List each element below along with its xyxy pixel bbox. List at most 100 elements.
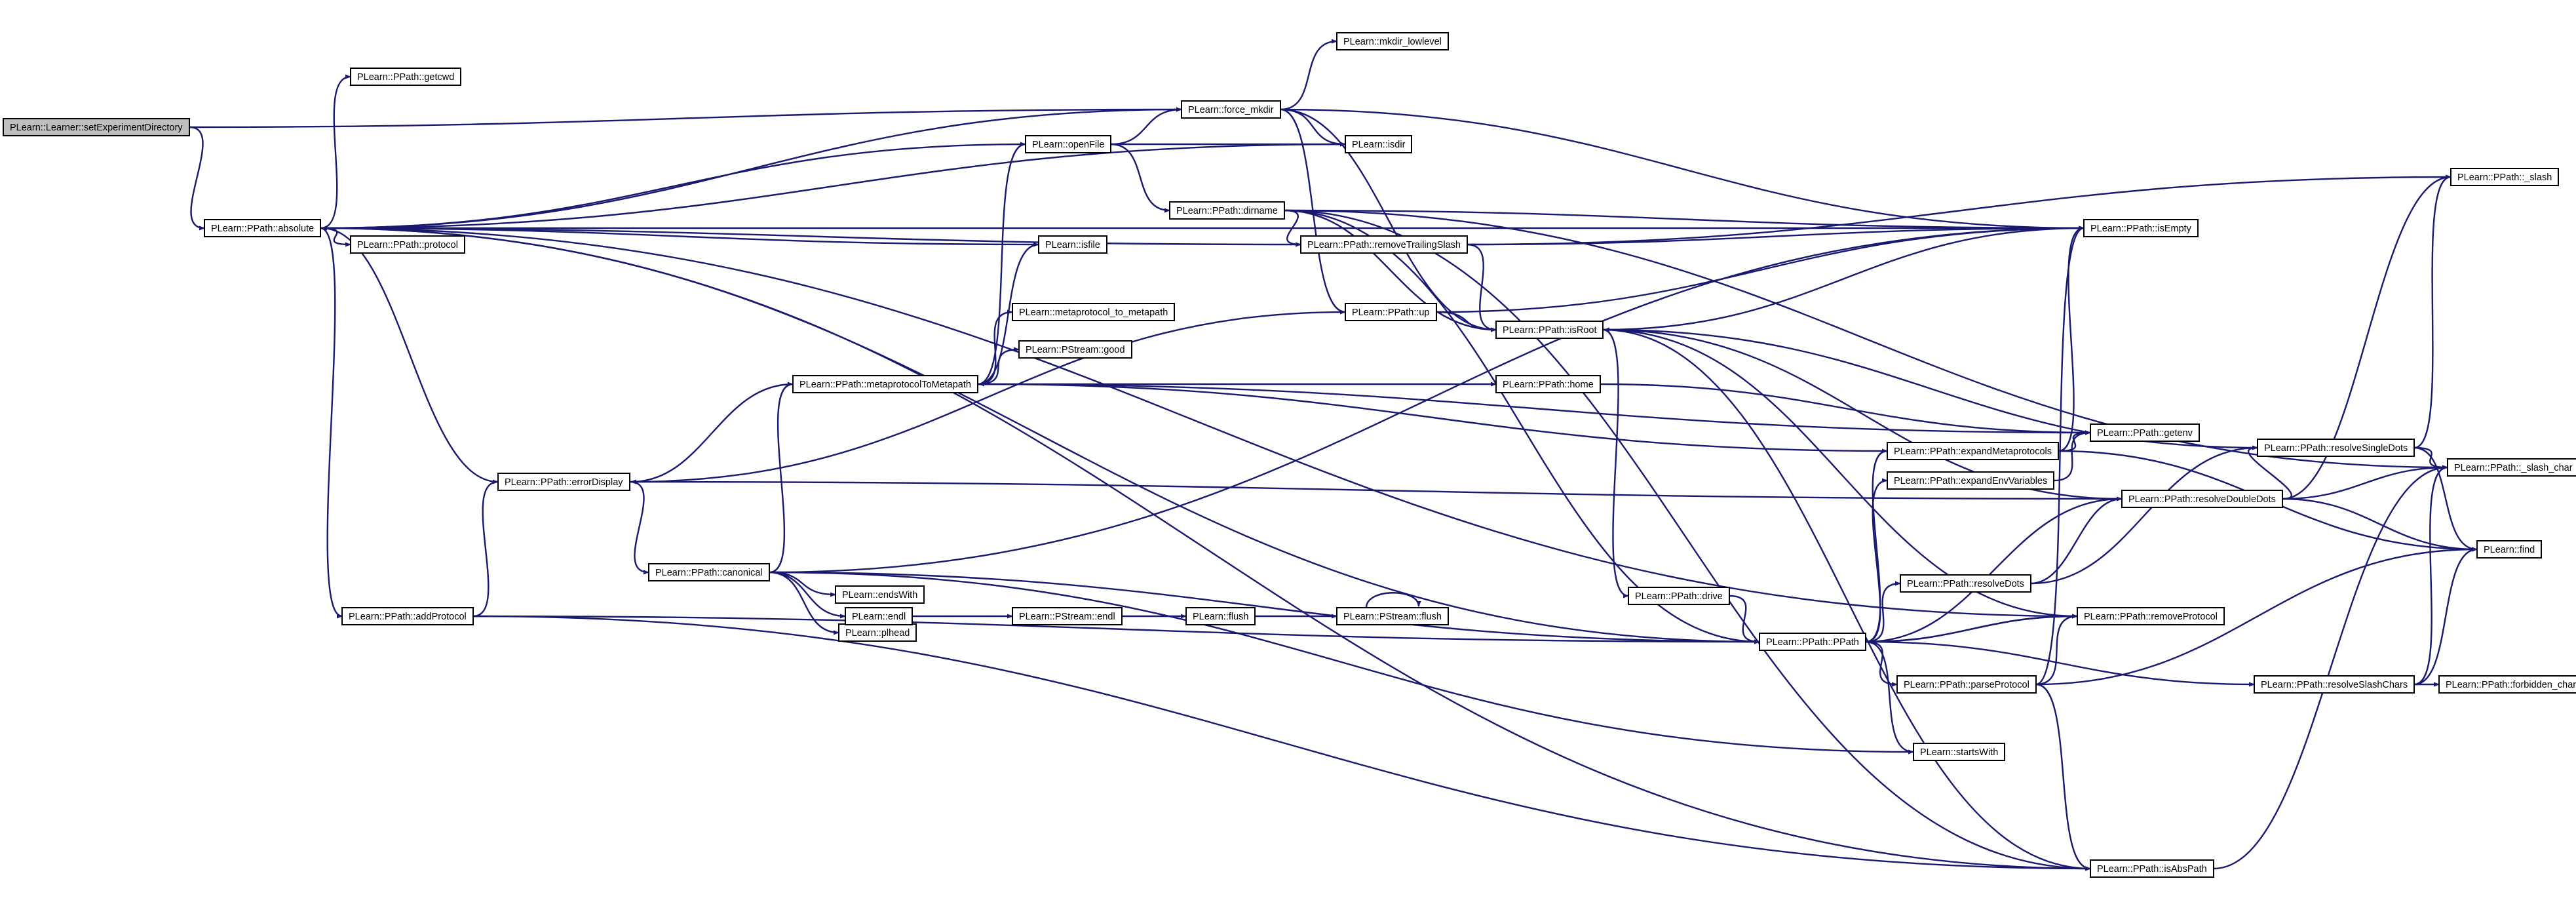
- node-box: [350, 68, 461, 86]
- node-box: [1181, 100, 1281, 119]
- node-label: PLearn::PPath::isAbsPath: [2097, 864, 2207, 874]
- graph-node-openFile[interactable]: PLearn::openFile: [1025, 135, 1111, 153]
- graph-node-removeProt[interactable]: PLearn::PPath::removeProtocol: [2077, 607, 2225, 625]
- graph-node-addProtocol[interactable]: PLearn::PPath::addProtocol: [341, 607, 474, 625]
- graph-node-startsWith[interactable]: PLearn::startsWith: [1913, 743, 2005, 761]
- graph-node-getcwd[interactable]: PLearn::PPath::getcwd: [350, 68, 461, 86]
- node-box: [1495, 321, 1604, 339]
- node-box: [2447, 458, 2576, 477]
- graph-node-resolveDots[interactable]: PLearn::PPath::resolveDots: [1900, 574, 2031, 593]
- edge-canonical-to-m2m: [769, 382, 794, 574]
- graph-node-ppath[interactable]: PLearn::PPath::PPath: [1759, 633, 1866, 651]
- node-label: PLearn::Learner::setExperimentDirectory: [10, 123, 183, 133]
- edge-expandEV-to-getenv: [2053, 430, 2091, 482]
- node-label: PLearn::PPath::drive: [1635, 591, 1723, 602]
- graph-node-up[interactable]: PLearn::PPath::up: [1345, 303, 1437, 321]
- graph-node-mkdirlow[interactable]: PLearn::mkdir_lowlevel: [1336, 32, 1449, 50]
- graph-node-find[interactable]: PLearn::find: [2476, 540, 2542, 559]
- edge-isfile-to-absolute: [321, 226, 1039, 246]
- node-label: PLearn::openFile: [1032, 140, 1104, 150]
- node-label: PLearn::startsWith: [1920, 747, 1998, 758]
- graph-node-slashchar[interactable]: PLearn::PPath::_slash_char: [2447, 458, 2576, 477]
- node-label: PLearn::PPath::resolveDots: [1907, 579, 2024, 589]
- node-box: [1336, 607, 1449, 625]
- node-label: PLearn::PStream::good: [1026, 345, 1125, 355]
- node-label: PLearn::PPath::resolveSingleDots: [2264, 443, 2408, 454]
- edge-up-to-isEmpty: [1436, 226, 2085, 313]
- edge-ppath-to-startsWith: [1865, 640, 1914, 755]
- node-box: [1012, 607, 1123, 625]
- graph-node-mp2mp[interactable]: PLearn::metaprotocol_to_metapath: [1012, 303, 1175, 321]
- graph-node-expandEV[interactable]: PLearn::PPath::expandEnvVariables: [1887, 471, 2054, 490]
- node-label: PLearn::PPath::canonical: [655, 568, 763, 578]
- edge-up-to-isRoot: [1436, 311, 1497, 332]
- graph-node-forbidden[interactable]: PLearn::PPath::forbidden_chars: [2438, 675, 2576, 694]
- node-box: [1038, 235, 1107, 254]
- graph-node-resolveSD[interactable]: PLearn::PPath::resolveSingleDots: [2257, 439, 2415, 457]
- node-label: PLearn::PPath::isEmpty: [2090, 224, 2192, 234]
- node-box: [792, 375, 978, 393]
- graph-node-flush[interactable]: PLearn::flush: [1185, 607, 1256, 625]
- edge-canonical-to-ppath: [769, 571, 1760, 644]
- graph-node-protocol[interactable]: PLearn::PPath::protocol: [350, 235, 465, 254]
- edge-resolveDots-to-resolveDD: [2030, 496, 2123, 585]
- edge-openFile-to-absolute: [321, 143, 1026, 231]
- edge-absolute-to-addProtocol: [320, 227, 343, 619]
- node-box: [1018, 340, 1132, 359]
- graph-node-expandMP[interactable]: PLearn::PPath::expandMetaprotocols: [1887, 442, 2059, 460]
- graph-node-isRoot[interactable]: PLearn::PPath::isRoot: [1495, 321, 1604, 339]
- graph-node-resolveDD[interactable]: PLearn::PPath::resolveDoubleDots: [2121, 490, 2283, 508]
- graph-node-isAbsPath[interactable]: PLearn::PPath::isAbsPath: [2090, 859, 2214, 878]
- graph-node-dirname[interactable]: PLearn::PPath::dirname: [1169, 201, 1285, 220]
- node-label: PLearn::isdir: [1352, 140, 1406, 150]
- graph-node-endsWith[interactable]: PLearn::endsWith: [835, 585, 925, 604]
- node-box: [1300, 235, 1468, 254]
- graph-node-plhead[interactable]: PLearn::plhead: [838, 623, 917, 642]
- graph-node-getenv[interactable]: PLearn::PPath::getenv: [2090, 423, 2200, 442]
- graph-node-canonical[interactable]: PLearn::PPath::canonical: [648, 563, 770, 581]
- node-label: PLearn::PPath::up: [1352, 307, 1430, 318]
- graph-node-root[interactable]: PLearn::Learner::setExperimentDirectory: [3, 118, 190, 136]
- graph-node-isfile[interactable]: PLearn::isfile: [1038, 235, 1107, 254]
- edge-absolute-to-removeTS: [320, 227, 1301, 247]
- graph-node-drive[interactable]: PLearn::PPath::drive: [1628, 587, 1730, 605]
- graph-node-isdir[interactable]: PLearn::isdir: [1345, 135, 1412, 153]
- node-box: [1345, 303, 1437, 321]
- graph-node-absolute[interactable]: PLearn::PPath::absolute: [204, 219, 321, 237]
- node-label: PLearn::find: [2484, 545, 2535, 555]
- graph-node-psflush[interactable]: PLearn::PStream::flush: [1336, 607, 1449, 625]
- graph-node-slash[interactable]: PLearn::PPath::_slash: [2450, 168, 2559, 186]
- graph-node-m2m[interactable]: PLearn::PPath::metaprotocolToMetapath: [792, 375, 978, 393]
- graph-node-errorDisplay[interactable]: PLearn::PPath::errorDisplay: [497, 473, 630, 491]
- node-box: [835, 585, 925, 604]
- graph-node-home[interactable]: PLearn::PPath::home: [1495, 375, 1601, 393]
- node-box: [2083, 219, 2199, 237]
- node-label: PLearn::mkdir_lowlevel: [1343, 37, 1442, 47]
- edge-resolveDD-to-slashchar: [2282, 465, 2448, 500]
- edge-dirname-to-isRoot: [1284, 209, 1497, 332]
- graph-node-endl[interactable]: PLearn::endl: [845, 607, 913, 625]
- node-label: PLearn::PPath::getenv: [2097, 428, 2193, 439]
- graph-node-removeTS[interactable]: PLearn::PPath::removeTrailingSlash: [1300, 235, 1468, 254]
- node-box: [1628, 587, 1730, 605]
- graph-node-forcemkdir[interactable]: PLearn::force_mkdir: [1181, 100, 1281, 119]
- node-box: [1169, 201, 1285, 220]
- graph-node-parseProt[interactable]: PLearn::PPath::parseProtocol: [1896, 675, 2037, 694]
- graph-node-isEmpty[interactable]: PLearn::PPath::isEmpty: [2083, 219, 2199, 237]
- node-label: PLearn::PPath::addProtocol: [349, 612, 467, 622]
- node-label: PLearn::PPath::resolveSlashChars: [2261, 680, 2408, 690]
- edge-absolute-to-isAbsPath: [320, 227, 2091, 871]
- graph-node-psendl[interactable]: PLearn::PStream::endl: [1012, 607, 1123, 625]
- edge-isAbsPath-to-slashchar: [2213, 465, 2448, 870]
- edge-expandMP-to-isEmpty: [2058, 226, 2085, 452]
- graph-node-psgood[interactable]: PLearn::PStream::good: [1018, 340, 1132, 359]
- edge-m2m-to-openFile: [977, 142, 1026, 385]
- edge-errorDisplay-to-absolute: [321, 226, 499, 483]
- node-box: [1025, 135, 1111, 153]
- graph-node-resolveSC[interactable]: PLearn::PPath::resolveSlashChars: [2254, 675, 2415, 694]
- edge-removeProt-to-ppath: [1866, 615, 2078, 644]
- node-box: [2438, 675, 2576, 694]
- edge-isdir-to-absolute: [321, 143, 1346, 231]
- node-label: PLearn::PPath::metaprotocolToMetapath: [799, 380, 971, 390]
